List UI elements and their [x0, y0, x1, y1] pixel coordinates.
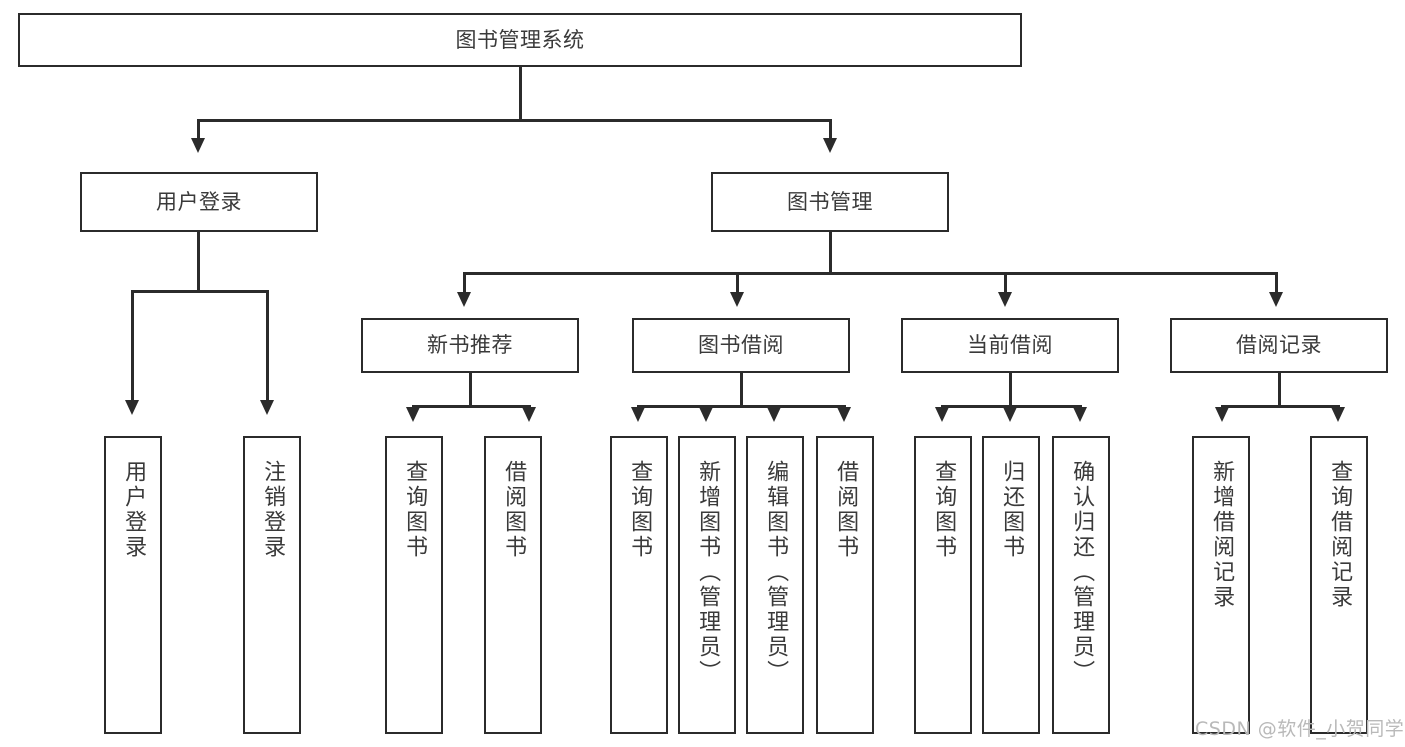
node-current-borrow[interactable]: 当前借阅: [901, 318, 1119, 373]
leaf-label: 借阅图书: [833, 460, 859, 560]
leaf-label: 查询图书: [627, 460, 653, 560]
node-root-system[interactable]: 图书管理系统: [18, 13, 1022, 67]
leaf-query-book-borrow[interactable]: 查询图书: [610, 436, 668, 734]
arrow-to-return-book: [1003, 407, 1017, 422]
node-label: 借阅记录: [1236, 333, 1322, 358]
leaf-borrow-book[interactable]: 借阅图书: [816, 436, 874, 734]
connector-newbook-bar: [412, 405, 530, 408]
arrow-to-edit-book: [767, 407, 781, 422]
arrow-to-add-book: [699, 407, 713, 422]
connector-bookmanage-stem: [829, 232, 832, 274]
leaf-logout[interactable]: 注销登录: [243, 436, 301, 734]
arrow-to-query-book-2: [631, 407, 645, 422]
connector-bookborrow-stem: [740, 373, 743, 407]
arrow-to-current-borrow: [998, 292, 1012, 307]
node-book-management[interactable]: 图书管理: [711, 172, 949, 232]
connector-root-left-drop: [197, 119, 200, 140]
arrow-to-logout-leaf: [260, 400, 274, 415]
arrow-to-borrow-book-2: [837, 407, 851, 422]
connector-bookmanage-drop-2: [736, 272, 739, 294]
leaf-query-book-current[interactable]: 查询图书: [914, 436, 972, 734]
arrow-to-new-book-recommend: [457, 292, 471, 307]
leaf-borrow-book-newbook[interactable]: 借阅图书: [484, 436, 542, 734]
connector-userlogin-stem: [197, 232, 200, 292]
leaf-label: 查询图书: [931, 460, 957, 560]
connector-root-stem: [519, 67, 522, 121]
arrow-to-user-login-leaf: [125, 400, 139, 415]
arrow-to-add-borrow-record: [1215, 407, 1229, 422]
leaf-label: 新增借阅记录: [1209, 460, 1235, 610]
arrow-to-book-borrow: [730, 292, 744, 307]
connector-bookmanage-drop-4: [1275, 272, 1278, 294]
leaf-label: 注销登录: [260, 460, 286, 560]
leaf-edit-book-admin[interactable]: 编辑图书（管理员）: [746, 436, 804, 734]
leaf-label: 借阅图书: [501, 460, 527, 560]
connector-bookmanage-bar: [463, 272, 1278, 275]
arrow-to-user-login: [191, 138, 205, 153]
connector-borrowrecord-stem: [1278, 373, 1281, 407]
node-user-login[interactable]: 用户登录: [80, 172, 318, 232]
csdn-watermark: CSDN @软件_小贺同学: [1195, 718, 1405, 740]
leaf-label: 编辑图书（管理员）: [763, 460, 789, 685]
leaf-query-borrow-record[interactable]: 查询借阅记录: [1310, 436, 1368, 734]
connector-userlogin-drop-2: [266, 290, 269, 402]
connector-bookmanage-drop-1: [463, 272, 466, 294]
arrow-to-borrow-book-1: [522, 407, 536, 422]
leaf-label: 查询图书: [402, 460, 428, 560]
node-book-borrow[interactable]: 图书借阅: [632, 318, 850, 373]
leaf-user-login[interactable]: 用户登录: [104, 436, 162, 734]
leaf-label: 确认归还（管理员）: [1069, 460, 1095, 685]
leaf-label: 用户登录: [121, 460, 147, 560]
node-label: 图书借阅: [698, 333, 784, 358]
arrow-to-borrow-record: [1269, 292, 1283, 307]
connector-currentborrow-stem: [1009, 373, 1012, 407]
node-label: 当前借阅: [967, 333, 1053, 358]
connector-borrowrecord-bar: [1221, 405, 1339, 408]
arrow-to-query-book-3: [935, 407, 949, 422]
arrow-to-query-book-1: [406, 407, 420, 422]
leaf-confirm-return-admin[interactable]: 确认归还（管理员）: [1052, 436, 1110, 734]
arrow-to-book-manage: [823, 138, 837, 153]
node-new-book-recommend[interactable]: 新书推荐: [361, 318, 579, 373]
leaf-label: 归还图书: [999, 460, 1025, 560]
leaf-label: 查询借阅记录: [1327, 460, 1353, 610]
connector-root-right-drop: [829, 119, 832, 140]
connector-newbook-stem: [469, 373, 472, 407]
connector-bookmanage-drop-3: [1004, 272, 1007, 294]
arrow-to-query-borrow-record: [1331, 407, 1345, 422]
connector-bookborrow-bar: [637, 405, 845, 408]
connector-userlogin-drop-1: [131, 290, 134, 402]
node-label: 图书管理系统: [455, 27, 585, 52]
leaf-return-book[interactable]: 归还图书: [982, 436, 1040, 734]
leaf-add-borrow-record[interactable]: 新增借阅记录: [1192, 436, 1250, 734]
leaf-query-book-newbook[interactable]: 查询图书: [385, 436, 443, 734]
leaf-label: 新增图书（管理员）: [695, 460, 721, 685]
connector-root-bar: [197, 119, 831, 122]
connector-userlogin-bar: [131, 290, 268, 293]
arrow-to-confirm-return: [1073, 407, 1087, 422]
node-label: 图书管理: [787, 189, 873, 214]
node-label: 用户登录: [156, 189, 242, 214]
leaf-add-book-admin[interactable]: 新增图书（管理员）: [678, 436, 736, 734]
node-borrow-record[interactable]: 借阅记录: [1170, 318, 1388, 373]
node-label: 新书推荐: [427, 333, 513, 358]
